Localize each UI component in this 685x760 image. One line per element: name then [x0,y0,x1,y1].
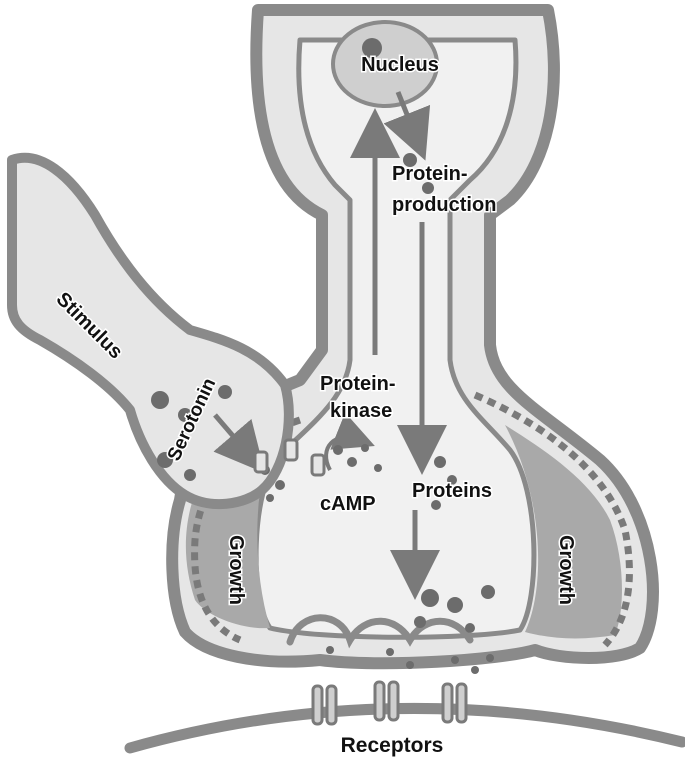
label-protein-kinase-line2: kinase [330,400,392,422]
receptor-icons [313,682,466,724]
label-nucleus: Nucleus [361,54,439,76]
label-growth-right: Growth [555,535,577,605]
label-receptors: Receptors [341,734,444,757]
label-protein-kinase-line1: Protein- [320,373,396,395]
label-growth-left: Growth [225,535,247,605]
label-proteins: Proteins [412,480,492,502]
label-protein-production-line2: production [392,194,496,216]
label-protein-production-line1: Protein- [392,163,468,185]
label-camp: cAMP [320,493,376,515]
